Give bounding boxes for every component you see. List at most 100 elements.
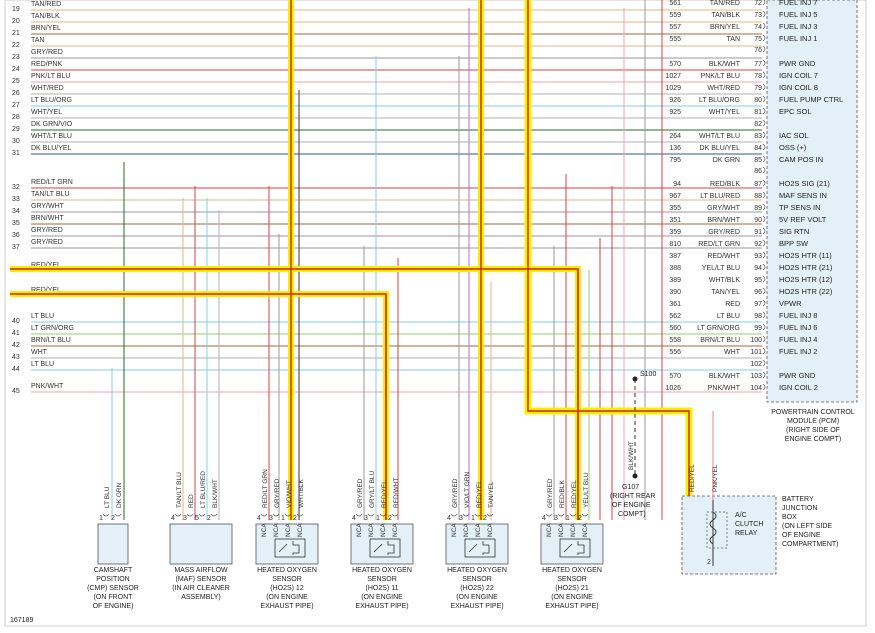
pcm-circuit-number: 555: [669, 36, 681, 43]
pcm-circuit-number: 810: [669, 241, 681, 248]
svg-text:COMPARTMENT): COMPARTMENT): [782, 541, 839, 548]
nca-label: NCA: [463, 523, 470, 537]
component-wire-label: VIO/LT GRN: [464, 471, 471, 508]
component-caption: EXHAUST PIPE): [545, 603, 598, 610]
svg-text:CLUTCH: CLUTCH: [735, 521, 763, 528]
sensor-symbol: [577, 541, 585, 555]
left-wire-label: TAN/RED: [31, 1, 61, 8]
pcm-pin-function: FUEL PUMP CTRL: [779, 95, 843, 104]
pcm-pin-number: 100: [750, 337, 762, 344]
component-pin-number: 4: [352, 515, 356, 522]
component-pin-number: 4: [542, 515, 546, 522]
nca-label: NCA: [392, 523, 399, 537]
left-wire-label: WHT/YEL: [31, 109, 62, 116]
pcm-wire-color: GRY/RED: [708, 229, 740, 236]
component-caption: (ON FRONT: [94, 594, 134, 601]
component-caption: POSITION: [96, 576, 129, 583]
pin-connector: [762, 166, 766, 174]
pcm-circuit-number: 136: [669, 145, 681, 152]
component-caption: HEATED OXYGEN: [542, 567, 602, 574]
left-pin-number: 27: [12, 102, 20, 109]
nca-label: NCA: [261, 523, 268, 537]
sensor-symbol: [387, 541, 395, 555]
pin-connector: [762, 143, 766, 151]
component-pin-number: 2: [293, 515, 297, 522]
pcm-pin-number: 102: [750, 361, 762, 368]
pin-connector: [762, 263, 766, 271]
pin-connector: [762, 335, 766, 343]
component-wire-label: GRY/RED: [357, 478, 364, 508]
pcm-pin-number: 88: [754, 193, 762, 200]
pcm-wire-color: RED: [725, 301, 740, 308]
pcm-wire-color: WHT: [724, 349, 741, 356]
left-wire-label: LT BLU: [31, 313, 54, 320]
nca-label: NCA: [356, 523, 363, 537]
left-pin-number: 19: [12, 6, 20, 13]
pcm-wire-color: WHT/YEL: [709, 109, 740, 116]
component-caption: CAMSHAFT: [94, 567, 133, 574]
pcm-pin-number: 74: [754, 24, 762, 31]
component-wire-label: RED: [188, 494, 195, 508]
pcm-pin-number: 82: [754, 121, 762, 128]
component-wire-label: BLK/WHT: [212, 479, 219, 508]
left-wire-label: WHT/RED: [31, 85, 64, 92]
pcm-circuit-number: 560: [669, 325, 681, 332]
left-wire-label: BRN/LT BLU: [31, 337, 71, 344]
pcm-wire-color: LT BLU: [717, 313, 740, 320]
pin-connector: [762, 287, 766, 295]
svg-text:PNK/YEL: PNK/YEL: [712, 464, 719, 492]
pin-connector: [581, 513, 589, 517]
pcm-wire-color: YEL/LT BLU: [702, 265, 740, 272]
component-pin-number: 4: [257, 515, 261, 522]
pin-connector: [210, 513, 218, 517]
pin-connector: [462, 513, 470, 517]
component-ho2s12: RED/LT GRN4NCAGRY/RED3NCAVIO/WHT1NCAWHT/…: [255, 469, 319, 610]
pin-connector: [762, 359, 766, 367]
pin-connector: [762, 239, 766, 247]
pin-connector: [762, 119, 766, 127]
component-caption: SENSOR: [557, 576, 587, 583]
component-pin-number: 2: [388, 515, 392, 522]
component-wire-label: TAN/LT BLU: [176, 472, 183, 508]
left-pin-number: 24: [12, 66, 20, 73]
pcm-pin-number: 99: [754, 325, 762, 332]
pin-connector: [762, 383, 766, 391]
pcm-circuit-number: 387: [669, 253, 681, 260]
component-caption: (ON ENGINE: [361, 594, 403, 601]
component-caption: (ON ENGINE: [551, 594, 593, 601]
component-caption: HEATED OXYGEN: [447, 567, 507, 574]
sensor-symbol: [292, 541, 300, 555]
svg-text:S100: S100: [640, 371, 656, 378]
component-pin-number: 2: [483, 515, 487, 522]
component-caption: HEATED OXYGEN: [257, 567, 317, 574]
pcm-pin-function: HO2S HTR (22): [779, 287, 833, 296]
pcm-pin-number: 75: [754, 36, 762, 43]
nca-label: NCA: [285, 523, 292, 537]
pcm-circuit-number: 351: [669, 217, 681, 224]
pcm-pin-number: 84: [754, 145, 762, 152]
svg-text:2: 2: [707, 559, 711, 566]
pcm-pin-function: PWR GND: [779, 59, 816, 68]
pcm-circuit-number: 562: [669, 313, 681, 320]
vertical-wires: [111, 0, 663, 520]
left-wire-label: TAN/LT BLU: [31, 191, 70, 198]
component-wire-label: LT BLU: [104, 486, 111, 508]
pin-connector: [762, 191, 766, 199]
nca-label: NCA: [297, 523, 304, 537]
svg-text:JUNCTION: JUNCTION: [782, 505, 817, 512]
sensor-symbol: [563, 543, 573, 553]
pcm-pin-function: IGN COIL 7: [779, 71, 818, 80]
svg-text:COMPT): COMPT): [618, 511, 646, 518]
component-wire-label: RED/YEL: [571, 480, 578, 508]
pcm-circuit-number: 570: [669, 373, 681, 380]
pin-connector: [762, 227, 766, 235]
pcm-pin-function: HO2S SIG (21): [779, 179, 830, 188]
left-pin-number: 43: [12, 354, 20, 361]
component-wire-label: RED/BLK: [559, 480, 566, 508]
pin-connector: [762, 34, 766, 42]
svg-text:BLK/WHT: BLK/WHT: [628, 441, 635, 470]
component-pin-number: 2: [578, 515, 582, 522]
pin-connector: [355, 513, 363, 517]
